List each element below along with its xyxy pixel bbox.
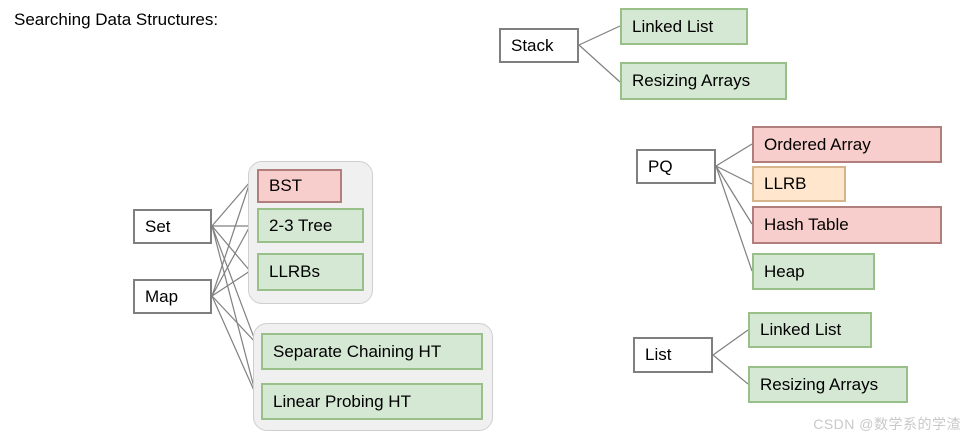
node-list-linked-list-label: Linked List	[760, 320, 842, 339]
node-bst[interactable]: BST	[257, 169, 342, 203]
node-separate-chaining-ht[interactable]: Separate Chaining HT	[261, 333, 483, 370]
node-stack-resizing-arrays-label: Resizing Arrays	[632, 71, 751, 90]
node-llrb[interactable]: LLRB	[752, 166, 846, 202]
node-llrb-label: LLRB	[764, 174, 807, 193]
node-ordered-array[interactable]: Ordered Array	[752, 126, 942, 163]
node-ordered-array-label: Ordered Array	[764, 134, 871, 154]
node-llrbs-label: LLRBs	[269, 262, 321, 281]
edge-stack-linked-list	[578, 25, 621, 46]
page-title: Searching Data Structures:	[14, 10, 219, 29]
node-map-label: Map	[145, 286, 179, 306]
node-stack-linked-list[interactable]: Linked List	[620, 8, 748, 45]
node-stack-linked-list-label: Linked List	[632, 16, 714, 36]
edge-pq-heap	[715, 165, 753, 272]
node-bst-label: BST	[269, 176, 303, 195]
node-list-resizing-arrays[interactable]: Resizing Arrays	[748, 366, 908, 403]
node-pq[interactable]: PQ	[636, 149, 716, 184]
edge-set-llrbs	[211, 225, 251, 272]
watermark: CSDN @数学系的学渣	[813, 416, 961, 432]
edge-map-llrbs	[211, 270, 251, 297]
node-two-three-tree[interactable]: 2-3 Tree	[257, 208, 364, 243]
node-list[interactable]: List	[633, 337, 713, 373]
node-llrbs[interactable]: LLRBs	[257, 253, 364, 291]
edge-map-separate-chaining-ht	[211, 295, 257, 344]
node-separate-chaining-ht-label: Separate Chaining HT	[273, 341, 442, 361]
edge-pq-ordered-array	[715, 143, 753, 167]
edge-stack-resizing-arrays	[578, 44, 621, 83]
node-set[interactable]: Set	[133, 209, 212, 244]
edge-pq-hash-table	[715, 165, 753, 225]
node-pq-label: PQ	[648, 156, 673, 176]
edge-map-bst	[211, 181, 251, 297]
node-list-label: List	[645, 345, 672, 364]
edge-map-two-three-tree	[211, 225, 251, 297]
edge-map-linear-probing-ht	[211, 295, 257, 396]
node-heap-label: Heap	[764, 261, 805, 281]
node-list-linked-list[interactable]: Linked List	[748, 312, 872, 348]
edge-list-resizing-arrays	[712, 354, 749, 385]
node-stack-label: Stack	[511, 35, 554, 55]
edge-set-bst	[211, 181, 251, 227]
node-map[interactable]: Map	[133, 279, 212, 314]
edge-pq-llrb	[715, 165, 753, 185]
node-set-label: Set	[145, 216, 171, 236]
node-hash-table[interactable]: Hash Table	[752, 206, 942, 244]
node-two-three-tree-label: 2-3 Tree	[269, 215, 333, 235]
node-hash-table-label: Hash Table	[764, 215, 849, 234]
node-stack[interactable]: Stack	[499, 28, 579, 63]
node-linear-probing-ht[interactable]: Linear Probing HT	[261, 383, 483, 420]
edge-list-linked-list	[712, 329, 749, 356]
node-heap[interactable]: Heap	[752, 253, 875, 290]
node-list-resizing-arrays-label: Resizing Arrays	[760, 374, 879, 394]
node-linear-probing-ht-label: Linear Probing HT	[273, 391, 411, 411]
node-stack-resizing-arrays[interactable]: Resizing Arrays	[620, 62, 787, 100]
